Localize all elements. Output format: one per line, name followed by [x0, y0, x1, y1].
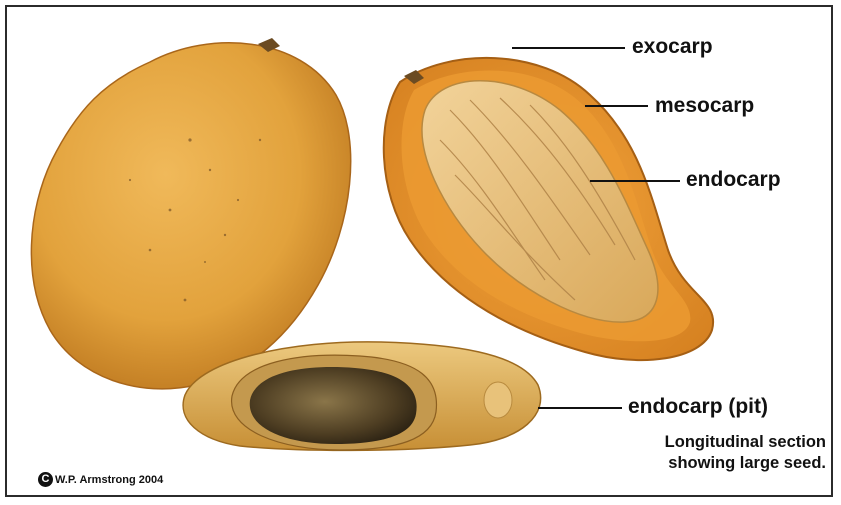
- label-exocarp: exocarp: [632, 35, 713, 59]
- label-endocarp-pit: endocarp (pit): [628, 395, 768, 419]
- label-mesocarp: mesocarp: [655, 94, 754, 118]
- credit-text: W.P. Armstrong 2004: [55, 474, 163, 486]
- copyright-icon: C: [38, 472, 53, 487]
- caption-line-1: Longitudinal section: [590, 432, 826, 453]
- seed: [250, 367, 417, 444]
- caption-line-2: showing large seed.: [590, 453, 826, 474]
- whole-mango: [31, 38, 350, 389]
- caption: Longitudinal section showing large seed.: [590, 432, 826, 474]
- credit: C W.P. Armstrong 2004: [38, 472, 163, 487]
- label-endocarp: endocarp: [686, 168, 781, 192]
